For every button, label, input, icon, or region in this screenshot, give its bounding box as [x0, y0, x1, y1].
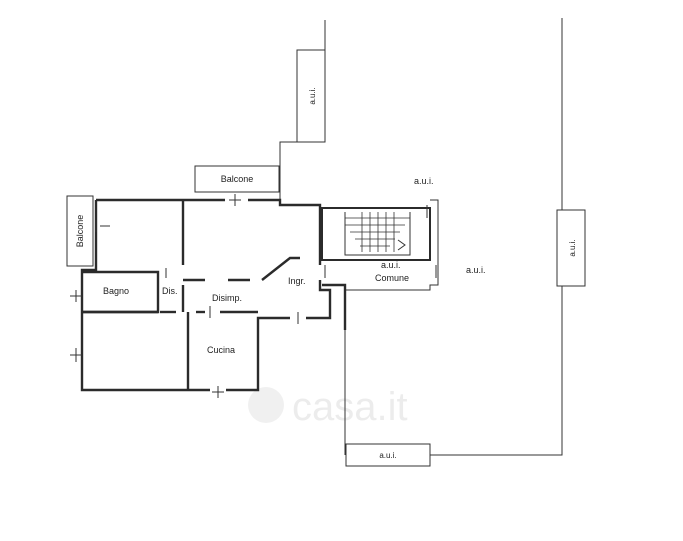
aui-box-bottom: a.u.i.	[345, 443, 431, 467]
watermark-text: casa.it	[292, 385, 408, 429]
aui-mid2-label: a.u.i.	[466, 265, 486, 275]
window-marks	[70, 194, 437, 398]
cucina-label: Cucina	[207, 345, 235, 355]
aui-box-right: a.u.i.	[556, 209, 586, 287]
balcone-left-box: Balcone	[66, 195, 94, 267]
aui-stair-label: a.u.i.	[414, 176, 434, 186]
apartment-walls	[80, 198, 332, 392]
aui-box-top: a.u.i.	[296, 49, 326, 143]
watermark: casa.it	[248, 385, 408, 429]
comune-label: Comune	[375, 273, 409, 283]
aui-mid1-label: a.u.i.	[381, 260, 401, 270]
disimp-label: Disimp.	[212, 293, 242, 303]
balcone-top-box: Balcone	[194, 165, 280, 193]
ingr-label: Ingr.	[288, 276, 306, 286]
bagno-label: Bagno	[103, 286, 129, 296]
aui-top-label: a.u.i.	[308, 87, 317, 104]
aui-right-label: a.u.i.	[568, 239, 577, 256]
stairwell	[321, 207, 431, 330]
balcone-left-label: Balcone	[75, 215, 85, 248]
balcone-top-label: Balcone	[221, 174, 254, 184]
dis-label: Dis.	[162, 286, 178, 296]
aui-bottom-label: a.u.i.	[379, 451, 396, 460]
